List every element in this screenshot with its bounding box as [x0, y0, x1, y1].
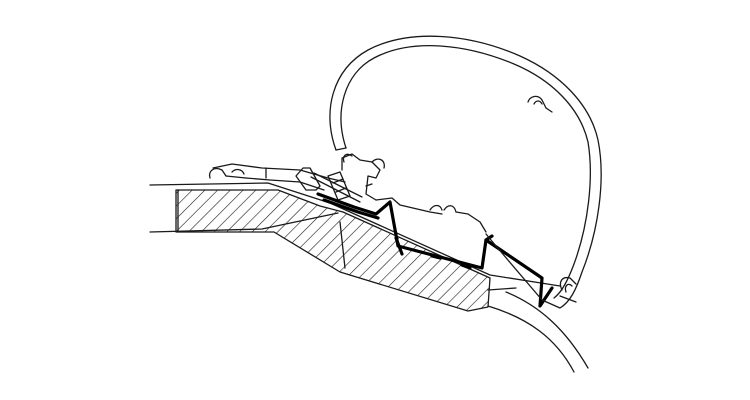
wall-curve [487, 287, 589, 373]
roof-edge-profile [208, 163, 346, 191]
adapter-bracket [316, 192, 554, 308]
awning-cassette [329, 35, 602, 309]
upper-bracket-profile [341, 153, 487, 233]
mounting-bolt [295, 167, 363, 203]
roof-panel [175, 189, 491, 312]
